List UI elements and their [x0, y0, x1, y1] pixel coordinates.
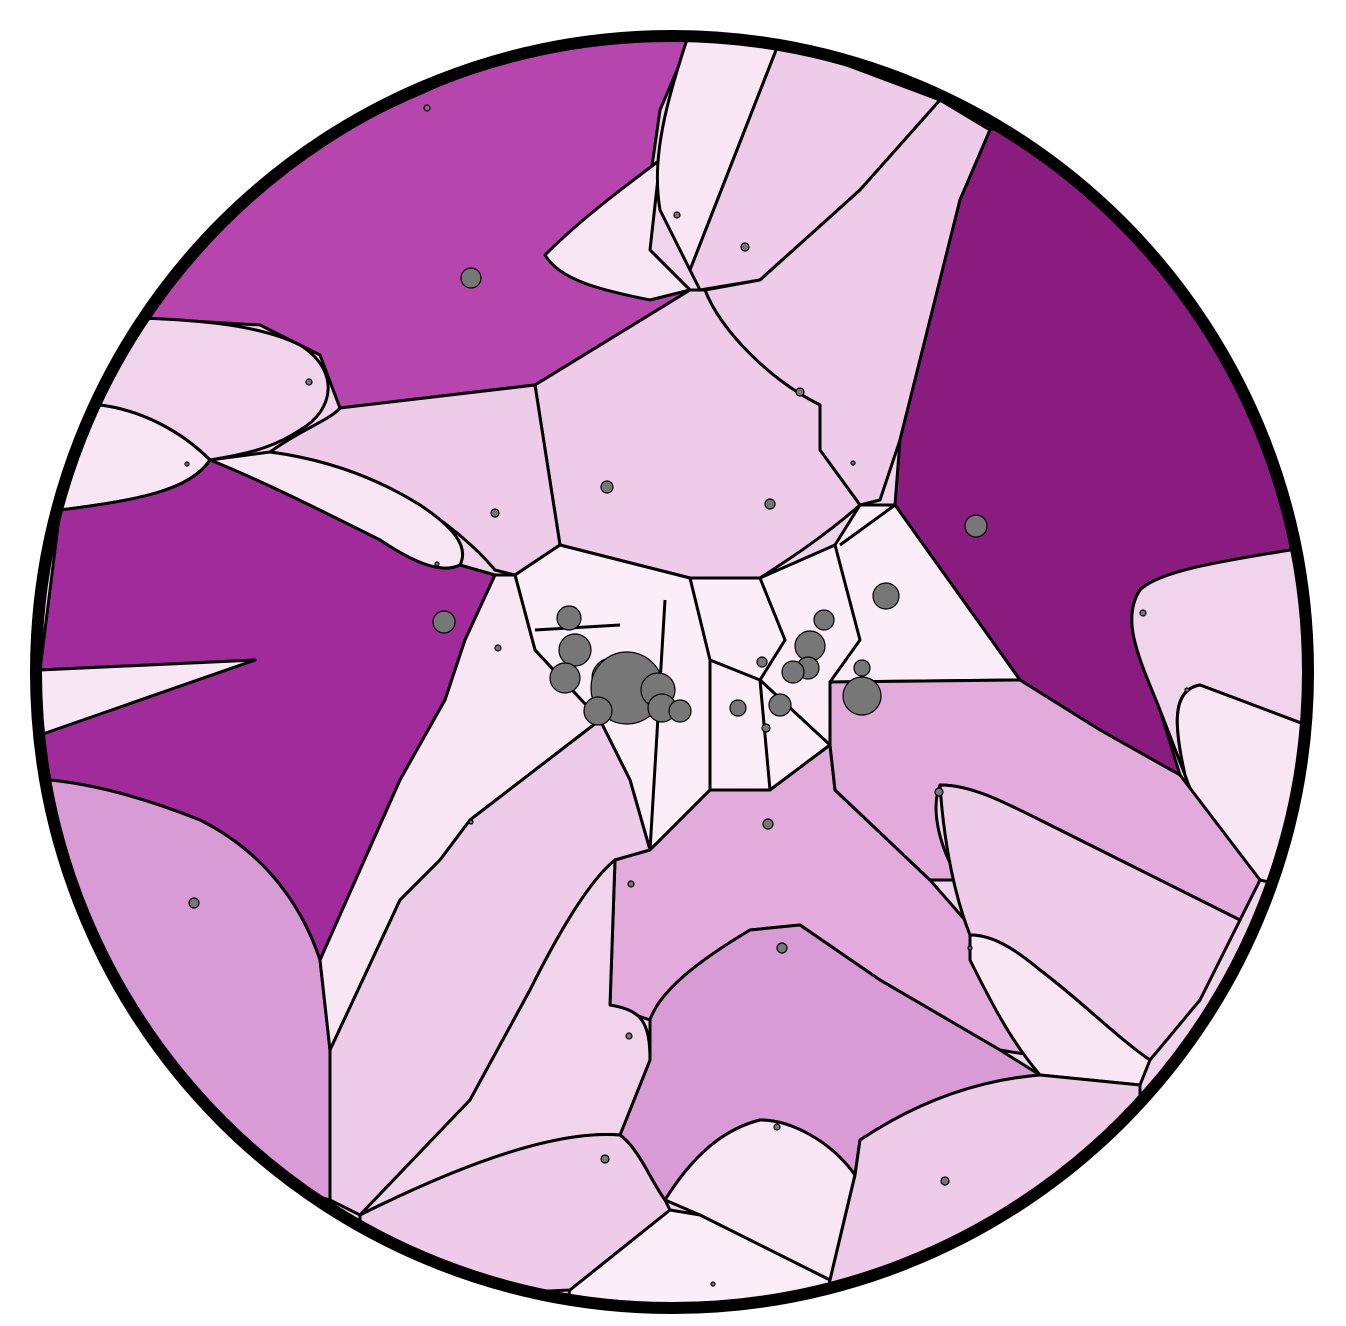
site-marker [625, 1032, 633, 1040]
site-marker [795, 387, 805, 397]
site-marker [184, 461, 190, 467]
site-marker [813, 609, 835, 631]
divider [648, 599, 667, 851]
site-marker [729, 699, 747, 717]
site-marker [773, 1123, 781, 1131]
site-marker [853, 659, 871, 677]
site-marker [460, 267, 482, 289]
site-marker [558, 633, 592, 667]
site-marker [940, 1176, 950, 1186]
site-marker [710, 1281, 716, 1287]
core-dividers [534, 503, 896, 851]
site-marker [432, 610, 456, 634]
site-marker [600, 1154, 610, 1164]
outer-boundary [30, 30, 1314, 1314]
site-marker [434, 561, 440, 567]
site-marker [794, 630, 826, 662]
site-marker [761, 723, 771, 733]
site-marker [549, 662, 581, 694]
divider [534, 623, 621, 632]
site-marker [764, 498, 776, 510]
site-marker [305, 378, 313, 386]
site-marker [583, 696, 613, 726]
site-marker [872, 582, 900, 610]
site-marker [494, 644, 502, 652]
site-marker [781, 660, 805, 684]
region-upper-center [533, 288, 862, 580]
site-marker [1139, 609, 1147, 617]
divider [709, 577, 787, 682]
site-marker [556, 605, 582, 631]
site-marker [627, 880, 635, 888]
region-top-center [543, 158, 692, 302]
divider [828, 544, 862, 683]
site-marker [423, 104, 431, 112]
divider [758, 679, 772, 791]
divider [839, 503, 896, 547]
site-marker [850, 460, 856, 466]
site-marker [468, 819, 474, 825]
site-marker [740, 242, 750, 252]
site-marker [934, 787, 944, 797]
site-marker [673, 211, 681, 219]
site-marker [188, 897, 200, 909]
site-marker [768, 693, 792, 717]
region-lower-right-lobe [968, 933, 1152, 1087]
site-marker [842, 676, 882, 716]
site-marker [668, 699, 692, 723]
site-marker [967, 945, 973, 951]
site-marker [776, 942, 788, 954]
site-marker [756, 656, 768, 668]
site-marker [490, 508, 500, 518]
site-marker [964, 514, 988, 538]
site-layer [184, 104, 1190, 1287]
region-bottom-center-light [663, 1118, 857, 1282]
site-marker [762, 818, 774, 830]
site-marker [600, 480, 614, 494]
divider [758, 678, 832, 747]
site-marker [1184, 687, 1190, 693]
